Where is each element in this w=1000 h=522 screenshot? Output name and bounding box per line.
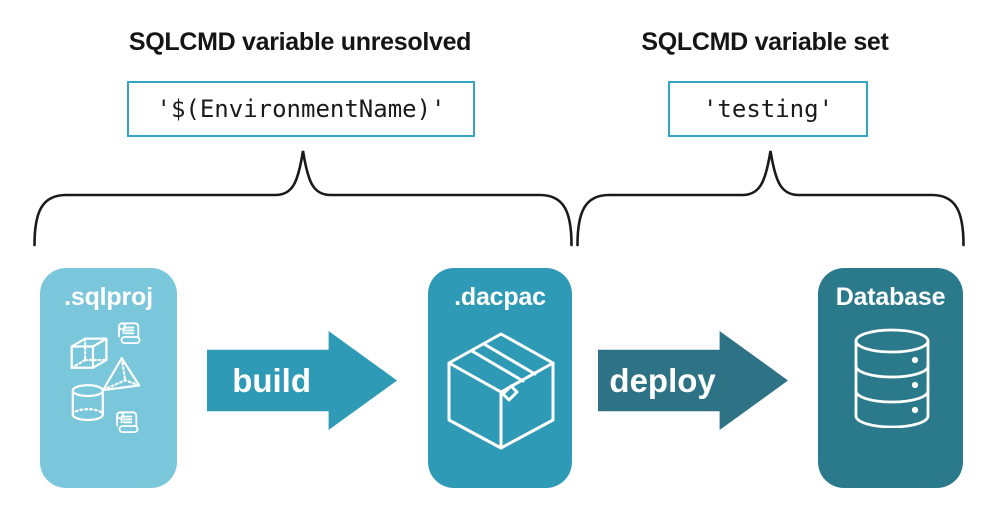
brace-right-icon bbox=[576, 150, 965, 247]
arrow-deploy: deploy bbox=[598, 331, 788, 430]
arrow-deploy-label: deploy bbox=[609, 361, 716, 399]
database-icon bbox=[854, 328, 930, 428]
node-dacpac-label: .dacpac bbox=[454, 283, 546, 311]
arrow-build: build bbox=[207, 331, 397, 430]
node-database: Database bbox=[818, 268, 963, 488]
package-icon bbox=[447, 332, 555, 450]
brace-left-icon bbox=[33, 150, 573, 247]
node-sqlproj-label: .sqlproj bbox=[64, 283, 153, 311]
code-box-unresolved: '$(EnvironmentName)' bbox=[127, 81, 475, 137]
node-sqlproj: .sqlproj bbox=[40, 268, 177, 488]
code-text-unresolved: '$(EnvironmentName)' bbox=[156, 95, 446, 123]
sql-objects-icon bbox=[70, 322, 141, 434]
code-box-set: 'testing' bbox=[668, 81, 868, 137]
arrow-build-label: build bbox=[232, 361, 311, 399]
code-text-set: 'testing' bbox=[702, 95, 834, 123]
node-dacpac: .dacpac bbox=[428, 268, 572, 488]
heading-set: SQLCMD variable set bbox=[641, 28, 889, 56]
node-database-label: Database bbox=[835, 283, 946, 311]
heading-unresolved: SQLCMD variable unresolved bbox=[128, 28, 472, 56]
